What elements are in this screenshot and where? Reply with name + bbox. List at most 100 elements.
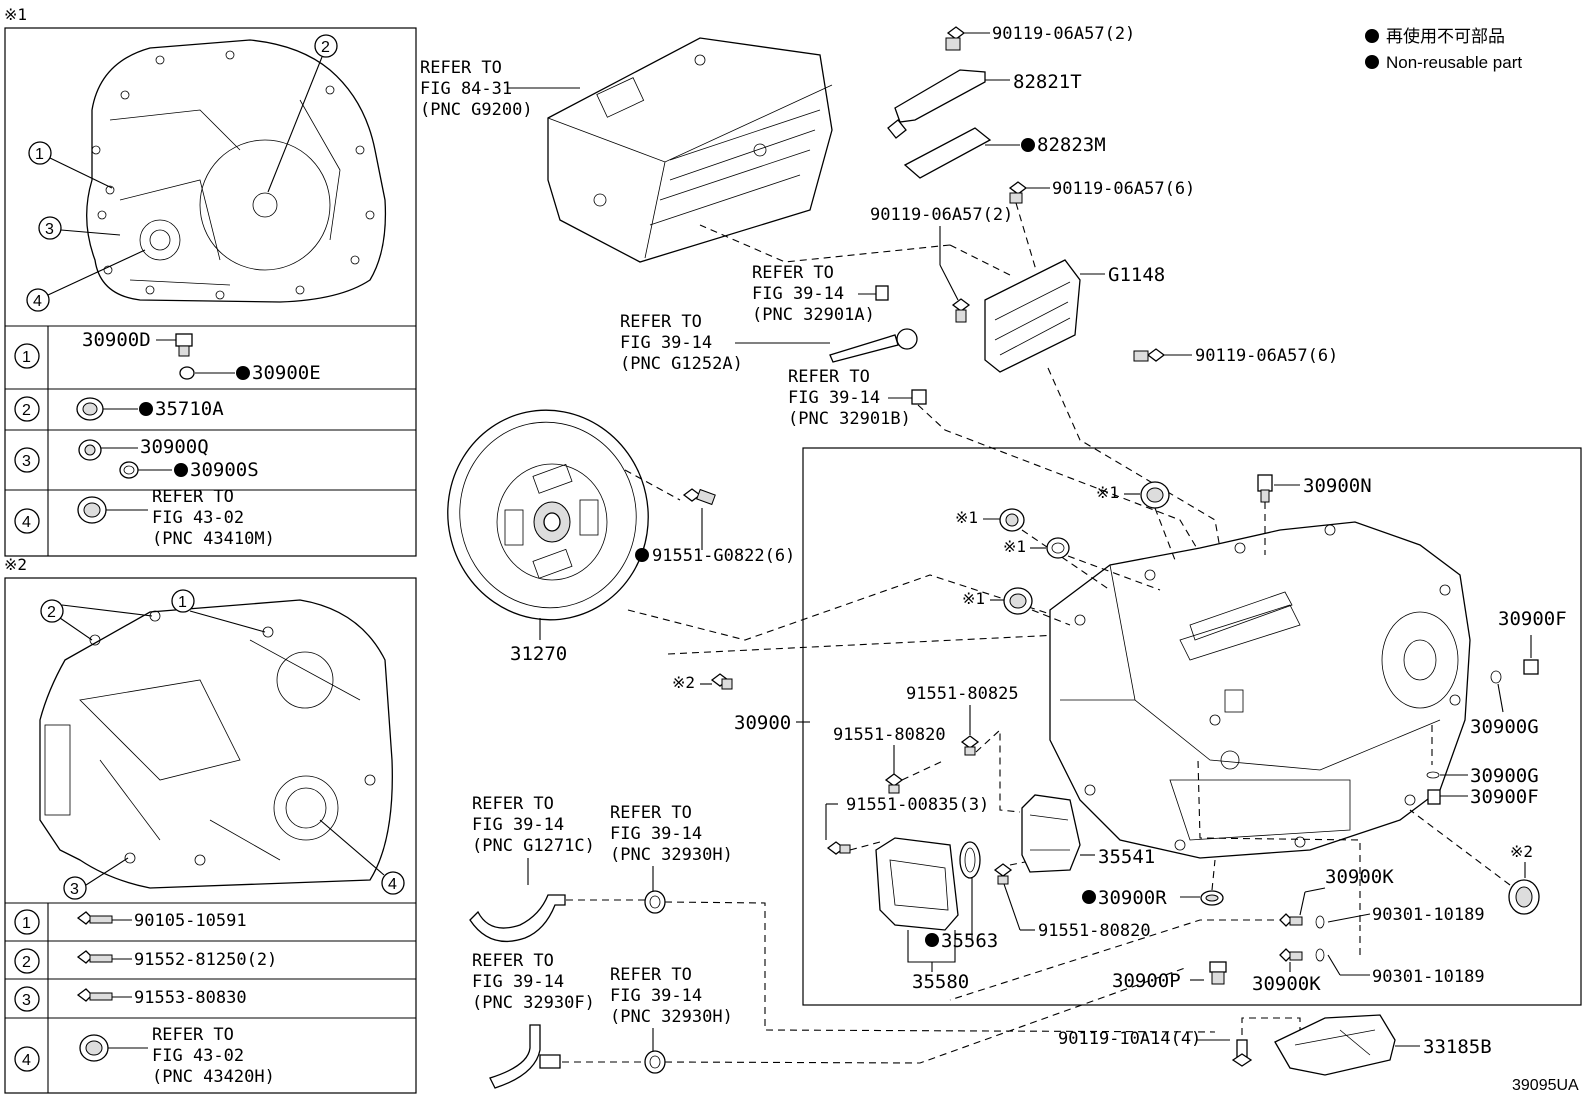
inset-1-row-3: 3 30900Q 30900S — [14, 436, 259, 481]
non-reusable-dot-icon — [1365, 55, 1379, 69]
svg-text:2: 2 — [321, 39, 330, 56]
label-30900r: 30900R — [1098, 887, 1167, 909]
transaxle-box-frame — [802, 447, 1582, 1006]
svg-text:2: 2 — [22, 954, 31, 971]
label-30900q: 30900Q — [140, 436, 209, 458]
bracket-g1148-group: 90119-06A57(6) 90119-06A57(2) G1148 9011… — [699, 179, 1338, 373]
label-90119-06a57-6-top: 90119-06A57(6) — [1052, 179, 1195, 199]
inset-2-row-2: 2 91552-81250(2) — [14, 948, 277, 974]
figure-id: 39095UA — [1512, 1077, 1579, 1094]
label-30900e: 30900E — [252, 362, 321, 384]
label-90119-06a57-6-right: 90119-06A57(6) — [1195, 346, 1338, 366]
svg-text:※1: ※1 — [955, 508, 978, 527]
transaxle-drawing — [1049, 521, 1471, 859]
svg-text:1: 1 — [22, 349, 31, 366]
label-31270: 31270 — [510, 643, 567, 665]
label-82823m: 82823M — [1037, 134, 1106, 156]
svg-text:4: 4 — [22, 514, 31, 531]
inset-2-mark: ※2 — [4, 555, 27, 574]
svg-text:REFER TO: REFER TO — [610, 965, 692, 985]
label-35541: 35541 — [1098, 846, 1155, 868]
label-33185b: 33185B — [1423, 1036, 1492, 1058]
inset-2-row-3: 3 91553-80830 — [14, 986, 247, 1012]
label-91551-80820-top: 91551-80820 — [833, 725, 946, 745]
hose-group-upper: REFER TO FIG 39-14 (PNC G1271C) REFER TO… — [469, 794, 1216, 1033]
svg-text:(PNC 32930H): (PNC 32930H) — [610, 1007, 733, 1027]
svg-text:3: 3 — [22, 453, 31, 470]
label-90301-10189-top: 90301-10189 — [1372, 905, 1485, 925]
svg-text:REFER TO: REFER TO — [620, 312, 702, 332]
svg-text:FIG 39-14: FIG 39-14 — [620, 333, 712, 353]
label-35580: 35580 — [912, 971, 969, 993]
svg-text:REFER TO: REFER TO — [472, 794, 554, 814]
label-30900g-top: 30900G — [1470, 716, 1539, 738]
svg-text:FIG 39-14: FIG 39-14 — [472, 815, 564, 835]
inset-2-row-1: 1 90105-10591 — [14, 909, 247, 935]
wiring-refs-group: REFER TO FIG 39-14 (PNC 32901A) REFER TO… — [620, 263, 1236, 613]
svg-text:FIG 39-14: FIG 39-14 — [610, 986, 702, 1006]
label-91551-00835: 91551-00835(3) — [846, 795, 989, 815]
inset-1-row-2: 2 35710A — [14, 396, 224, 422]
svg-text:(PNC 43420H): (PNC 43420H) — [152, 1067, 275, 1087]
svg-text:FIG 39-14: FIG 39-14 — [788, 388, 880, 408]
svg-text:FIG 39-14: FIG 39-14 — [752, 284, 844, 304]
flywheel-damper-drawing — [447, 409, 681, 621]
hose-group-lower: REFER TO FIG 39-14 (PNC 32930F) REFER TO… — [472, 951, 1186, 1089]
inset-2-row-4: 4 REFER TO FIG 43-02 (PNC 43420H) — [14, 1025, 275, 1087]
svg-text:※1: ※1 — [1003, 537, 1026, 556]
label-30900: 30900 — [734, 712, 791, 734]
transaxle-case-front-drawing — [86, 39, 387, 303]
svg-text:※1: ※1 — [962, 589, 985, 608]
label-90119-10a14: 90119-10A14(4) — [1058, 1029, 1201, 1049]
legend: 再使用不可部品 Non-reusable part — [1365, 26, 1522, 72]
svg-text:(PNC 32930F): (PNC 32930F) — [472, 993, 595, 1013]
inverter-callout: REFER TO FIG 84-31 (PNC G9200) — [420, 58, 580, 120]
svg-text:3: 3 — [70, 881, 79, 898]
label-30900k-top: 30900K — [1325, 866, 1394, 888]
svg-text:3: 3 — [45, 221, 54, 238]
oil-pump-and-cover-group: 35541 35563 35580 91551-80820 — [875, 794, 1155, 993]
inset-2-frame — [4, 577, 417, 1094]
svg-text:REFER TO: REFER TO — [420, 58, 502, 78]
label-30900f-top: 30900F — [1498, 608, 1567, 630]
label-91552-81250: 91552-81250(2) — [134, 950, 277, 970]
svg-text:(PNC G1271C): (PNC G1271C) — [472, 836, 595, 856]
inset-2: ※2 2 1 3 4 — [4, 555, 417, 1094]
transaxle-right-callouts: 30900F 30900G 30900G 30900F ※2 — [1409, 608, 1567, 915]
svg-text:※2: ※2 — [1510, 842, 1533, 861]
label-30900s: 30900S — [190, 459, 259, 481]
inset-1-row-4: 4 REFER TO FIG 43-02 (PNC 43410M) — [14, 487, 275, 549]
transaxle-case-rear-drawing — [39, 599, 393, 889]
label-30900n: 30900N — [1303, 475, 1372, 497]
svg-text:2: 2 — [22, 402, 31, 419]
svg-text:(PNC 32930H): (PNC 32930H) — [610, 845, 733, 865]
label-35563: 35563 — [941, 930, 998, 952]
svg-text:REFER TO: REFER TO — [152, 1025, 234, 1045]
svg-text:FIG 84-31: FIG 84-31 — [420, 79, 512, 99]
svg-text:3: 3 — [22, 992, 31, 1009]
label-90105-10591: 90105-10591 — [134, 911, 247, 931]
inset-1-row-1: 1 30900D 30900E — [14, 329, 321, 384]
inset-1: ※1 2 1 3 — [4, 5, 417, 557]
label-g1148: G1148 — [1108, 264, 1165, 286]
svg-text:2: 2 — [47, 604, 56, 621]
svg-text:REFER TO: REFER TO — [752, 263, 834, 283]
svg-text:FIG 43-02: FIG 43-02 — [152, 1046, 244, 1066]
label-30900d: 30900D — [82, 329, 151, 351]
inset-2-callout-numbers: 2 1 3 4 — [40, 589, 405, 900]
svg-text:4: 4 — [388, 876, 397, 893]
svg-text:4: 4 — [33, 293, 42, 310]
svg-text:(PNC G1252A): (PNC G1252A) — [620, 354, 743, 374]
inset-1-callout-numbers: 2 1 3 4 — [26, 34, 338, 312]
svg-text:(PNC G9200): (PNC G9200) — [420, 100, 533, 120]
bracket-82821t-group: 90119-06A57(2) 82821T 82823M — [887, 24, 1135, 179]
label-30900g-bottom: 30900G — [1470, 765, 1539, 787]
svg-text:(PNC 32901A): (PNC 32901A) — [752, 305, 875, 325]
inverter-assembly-drawing — [547, 37, 833, 263]
svg-text:REFER TO: REFER TO — [788, 367, 870, 387]
inset-1-frame — [4, 27, 417, 557]
label-35710a: 35710A — [155, 398, 224, 420]
label-30900k-bottom: 30900K — [1252, 973, 1321, 995]
svg-text:REFER TO: REFER TO — [472, 951, 554, 971]
transaxle-left-callouts: 30900 91551-80825 91551-80820 91551-0083… — [734, 684, 1021, 855]
